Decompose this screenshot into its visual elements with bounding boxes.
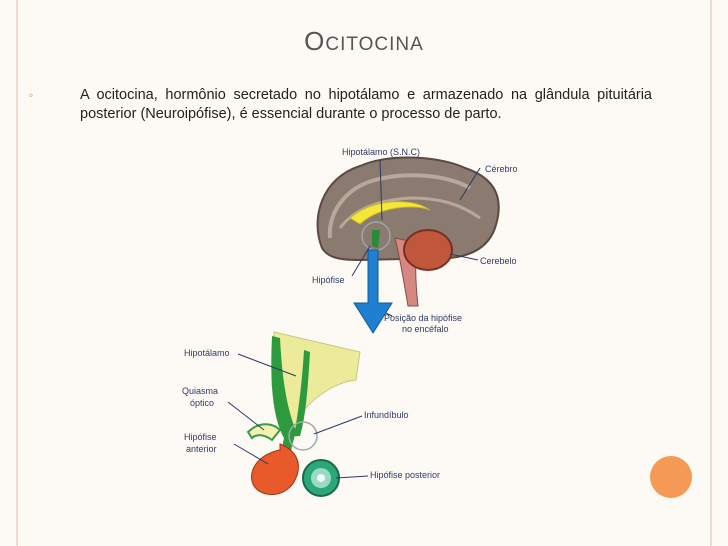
pituitary-diagram: Hipotálamo Quiasma óptico Hipófise anter…: [182, 331, 440, 497]
label-hipofise-anterior-line1: Hipófise: [184, 432, 217, 442]
label-cerebelo: Cerebelo: [480, 256, 517, 266]
bullet-icon: ◦: [28, 88, 34, 102]
label-hipofise: Hipófise: [312, 275, 345, 285]
label-infundibulo: Infundíbulo: [364, 410, 409, 420]
label-hipotalamo-snc: Hipotálamo (S.N.C): [342, 147, 420, 157]
label-hipofise-posterior: Hipófise posterior: [370, 470, 440, 480]
title-rest: citocina: [325, 34, 424, 55]
label-posicao-line2: no encéfalo: [402, 324, 449, 334]
label-hipotalamo: Hipotálamo: [184, 348, 230, 358]
bullet-item: ◦ A ocitocina, hormônio secretado no hip…: [29, 86, 652, 124]
brain-diagram: Hipotálamo (S.N.C) Cérebro Cerebelo Hipó…: [312, 147, 518, 334]
bullet-text: A ocitocina, hormônio secretado no hipot…: [80, 87, 652, 122]
title-initial: O: [304, 26, 326, 56]
label-cerebro: Cérebro: [485, 164, 518, 174]
label-hipofise-anterior-line2: anterior: [186, 444, 217, 454]
slide-left-border: [16, 0, 18, 546]
slide-right-border: [710, 0, 712, 546]
decorative-orange-circle: [650, 456, 692, 498]
slide-title: Ocitocina: [0, 26, 728, 57]
label-quiasma-line2: óptico: [190, 398, 214, 408]
label-quiasma-line1: Quiasma: [182, 386, 218, 396]
label-posicao-line1: Posição da hipófise: [384, 313, 462, 323]
